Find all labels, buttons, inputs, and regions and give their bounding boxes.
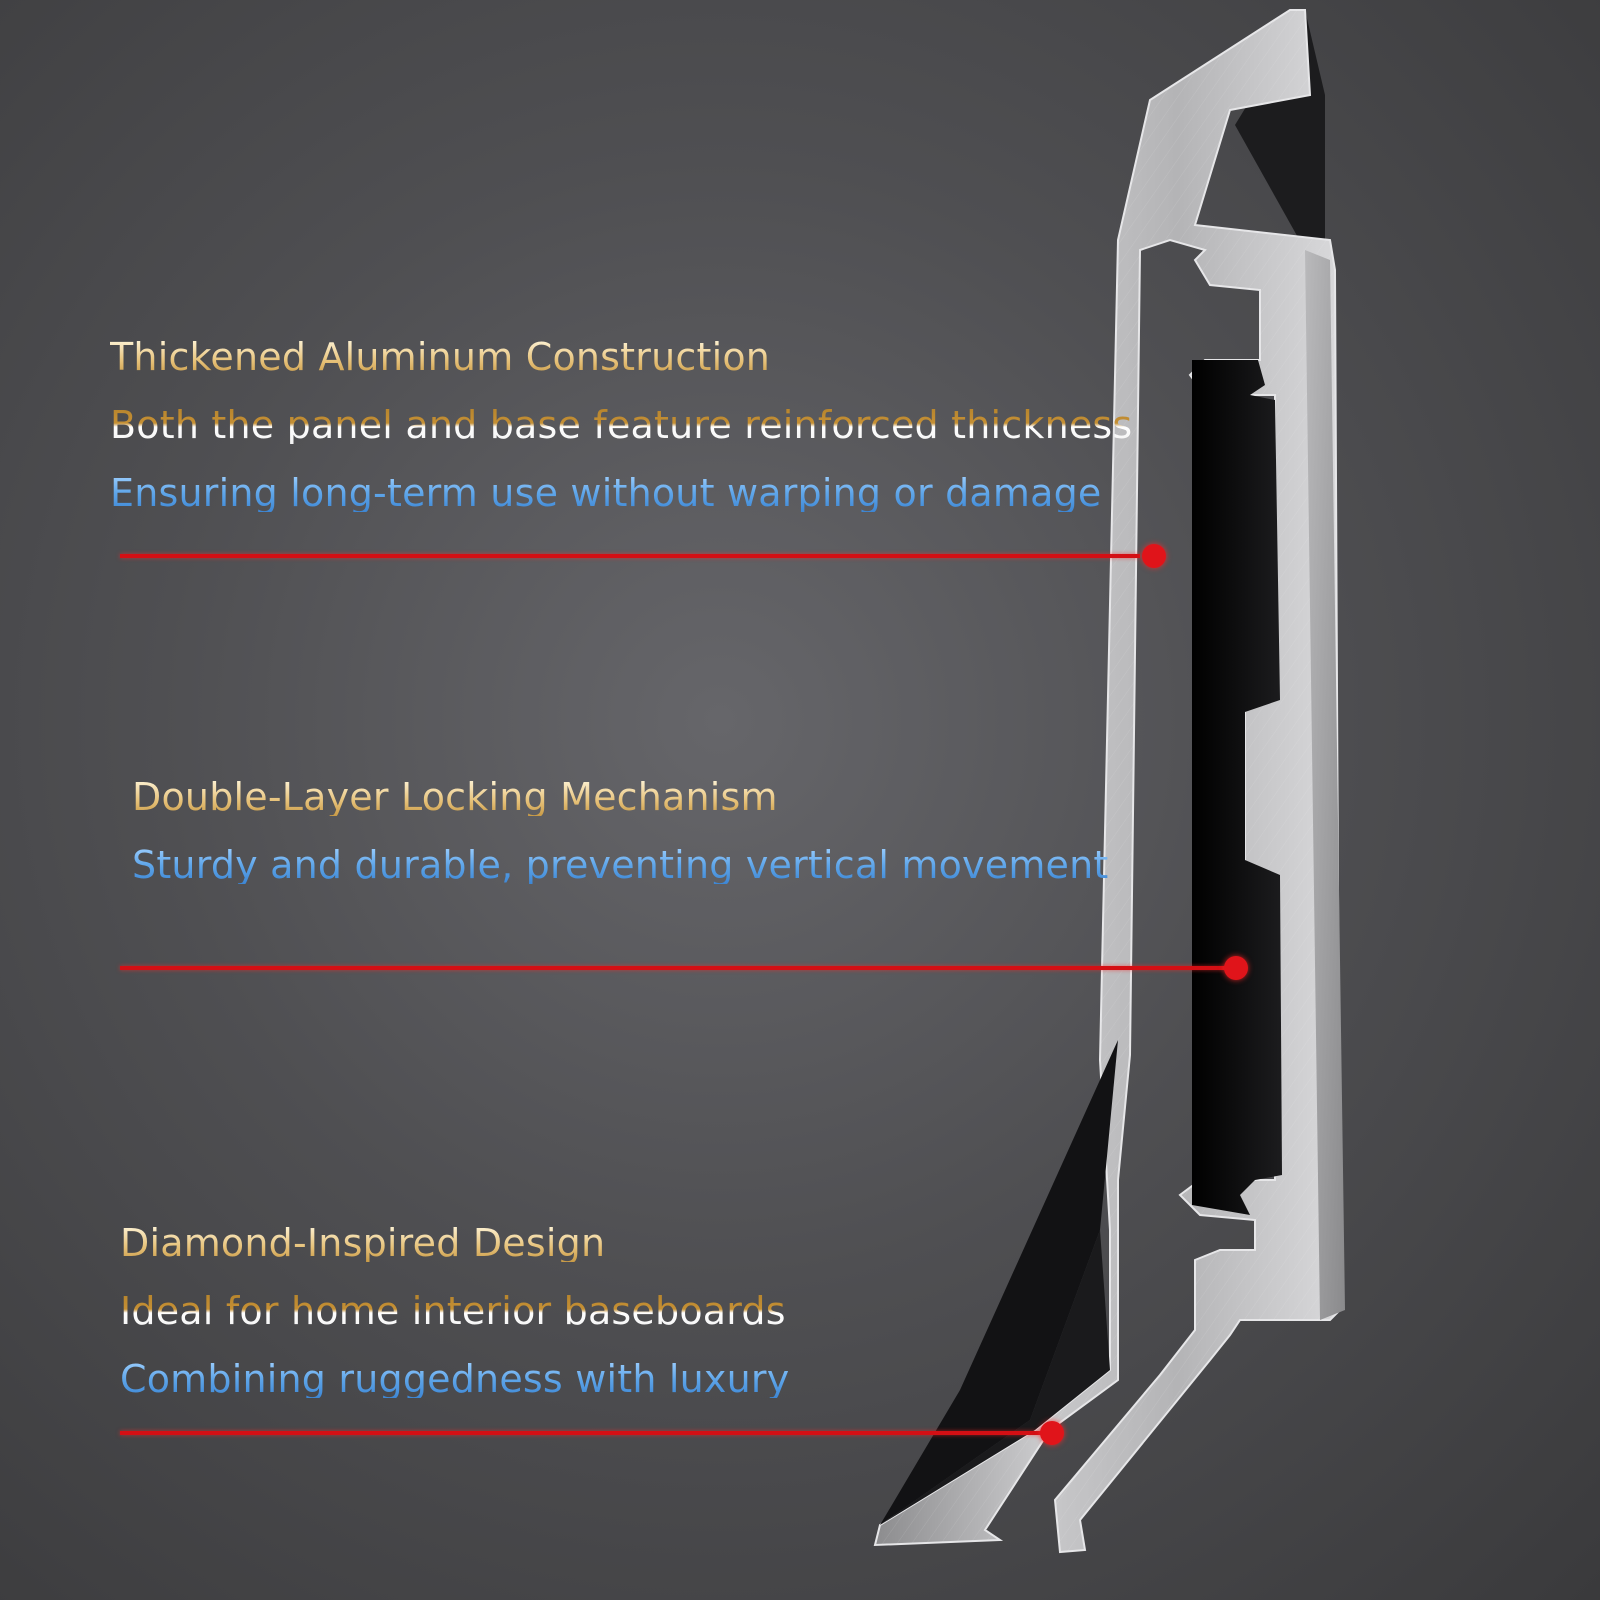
- bottom-dark-wedge: [880, 1040, 1118, 1525]
- feature-line: Ideal for home interior baseboards: [120, 1292, 789, 1330]
- callout-line: [120, 966, 1232, 970]
- feature-line: Sturdy and durable, preventing vertical …: [132, 843, 1109, 887]
- feature-line: Combining ruggedness with luxury: [120, 1357, 790, 1401]
- feature-title: Double-Layer Locking Mechanism: [132, 778, 1109, 816]
- callout-dot: [1040, 1421, 1064, 1445]
- callout-line: [120, 554, 1140, 558]
- callout-dot: [1142, 544, 1166, 568]
- feature-title: Diamond-Inspired Design: [120, 1224, 789, 1262]
- inner-cavity: [1192, 360, 1282, 1215]
- feature-thickened-aluminum: Thickened Aluminum Construction Both the…: [110, 338, 1132, 512]
- callout-line: [120, 1431, 1058, 1435]
- feature-line: Ensuring long-term use without warping o…: [110, 474, 1132, 512]
- feature-double-layer-locking: Double-Layer Locking Mechanism Sturdy an…: [132, 778, 1109, 884]
- side-plate: [1305, 250, 1345, 1320]
- feature-line: Both the panel and base feature reinforc…: [110, 403, 1133, 447]
- feature-diamond-design: Diamond-Inspired Design Ideal for home i…: [120, 1224, 789, 1398]
- feature-title: Thickened Aluminum Construction: [110, 338, 1132, 376]
- callout-dot: [1224, 956, 1248, 980]
